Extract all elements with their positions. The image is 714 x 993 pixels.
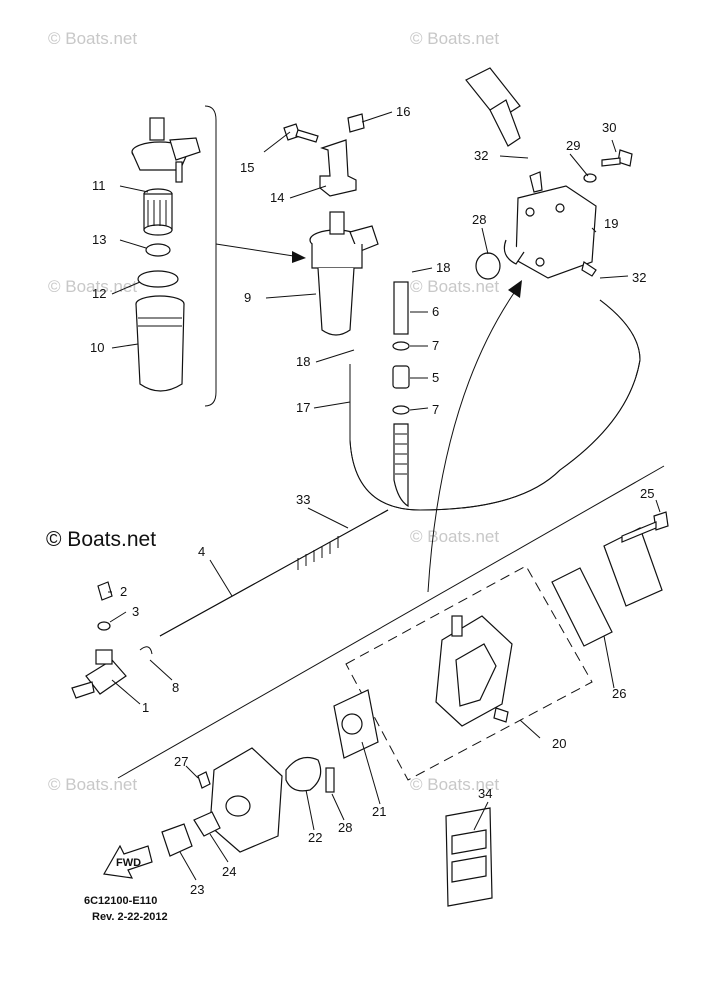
leader-lines xyxy=(108,111,661,881)
callout-27: 27 xyxy=(174,754,188,769)
screw-2 xyxy=(97,581,113,601)
callout-34: 34 xyxy=(478,786,492,801)
callout-29: 28 xyxy=(472,212,486,227)
callout-30: 30 xyxy=(602,120,616,135)
watermark-5: © Boats.net xyxy=(410,527,499,546)
hose-17-inner xyxy=(349,299,641,511)
o-ring-29 xyxy=(475,252,501,280)
callout-7-upper: 7 xyxy=(432,338,439,353)
label-sheet-34 xyxy=(445,807,493,907)
callout-8: 8 xyxy=(172,680,179,695)
fuel-filter-assembly xyxy=(309,211,379,336)
section-divider-line xyxy=(117,465,665,779)
corrugated-hose xyxy=(393,423,409,508)
diaphragm-center xyxy=(341,713,363,735)
watermark-4: © Boats.net xyxy=(410,277,499,296)
callout-7-lower: 7 xyxy=(432,402,439,417)
group-arrow-line xyxy=(215,243,301,258)
filter-cap-top xyxy=(131,117,201,183)
watermark-prominent: © Boats.net xyxy=(46,528,156,551)
callout-6: 6 xyxy=(432,304,439,319)
callout-28: 28 xyxy=(338,820,352,835)
washer-13 xyxy=(145,243,171,257)
watermark-3: © Boats.net xyxy=(48,277,137,296)
washer-31 xyxy=(583,173,597,183)
bracket-14 xyxy=(319,139,357,197)
housing-24 xyxy=(209,747,283,853)
callout-25: 25 xyxy=(640,486,654,501)
revision-date: Rev. 2-22-2012 xyxy=(92,911,168,923)
pump-group-dashed-box xyxy=(345,565,593,781)
callout-26: 26 xyxy=(612,686,626,701)
callout-20: 20 xyxy=(552,736,566,751)
spring-22 xyxy=(285,757,322,792)
callout-24: 24 xyxy=(222,864,236,879)
watermark-2: © Boats.net xyxy=(410,29,499,48)
cover-26b xyxy=(603,527,663,607)
callout-18-lower: 18 xyxy=(296,354,310,369)
watermark-7: © Boats.net xyxy=(410,775,499,794)
callout-19: 19 xyxy=(604,216,618,231)
hose-4-inner xyxy=(159,509,389,637)
pin-28 xyxy=(325,767,335,793)
clip-7-upper xyxy=(392,341,410,351)
hose-6 xyxy=(393,281,409,335)
filter-5 xyxy=(392,365,410,389)
callout-14: 14 xyxy=(270,190,284,205)
hand-primer xyxy=(465,67,521,147)
callout-22: 22 xyxy=(308,830,322,845)
watermark-6: © Boats.net xyxy=(48,775,137,794)
callout-5: 5 xyxy=(432,370,439,385)
callout-4: 4 xyxy=(198,544,205,559)
callout-32-lower: 32 xyxy=(632,270,646,285)
pump-body-20 xyxy=(435,615,513,727)
nut-16 xyxy=(347,113,365,133)
plunger-23 xyxy=(161,823,193,857)
callout-1: 1 xyxy=(142,700,149,715)
callout-18-upper: 18 xyxy=(436,260,450,275)
clip-7-lower xyxy=(392,405,410,415)
callout-31: 29 xyxy=(566,138,580,153)
callout-32-upper: 32 xyxy=(474,148,488,163)
bolt-15 xyxy=(283,123,319,143)
callout-16: 16 xyxy=(396,104,410,119)
bolt-30 xyxy=(601,149,633,167)
filter-cup xyxy=(135,295,185,392)
diagram-code: 6C12100-E110 xyxy=(84,895,157,907)
callout-2: 2 xyxy=(120,584,127,599)
callout-13: 13 xyxy=(92,232,106,247)
bolt-25 xyxy=(621,511,669,543)
callout-17: 17 xyxy=(296,400,310,415)
callout-23: 23 xyxy=(190,882,204,897)
callout-21: 21 xyxy=(372,804,386,819)
connector-1 xyxy=(71,649,127,699)
fwd-arrow-icon: FWD xyxy=(103,844,153,879)
nut-27 xyxy=(197,771,211,789)
washer-3 xyxy=(97,621,111,631)
filter-group-bracket xyxy=(204,105,217,407)
fuel-pump-19 xyxy=(503,171,597,279)
pump-arrow-line xyxy=(427,289,517,593)
callout-9: 9 xyxy=(244,290,251,305)
o-ring-12 xyxy=(137,270,179,288)
callout-10: 10 xyxy=(90,340,104,355)
callout-11: 11 xyxy=(92,178,106,193)
clip-8 xyxy=(139,646,153,655)
pump-arrow-head xyxy=(508,280,522,298)
callout-15: 15 xyxy=(240,160,254,175)
callout-12: 12 xyxy=(92,286,106,301)
spring-24 xyxy=(193,811,221,837)
callout-33: 33 xyxy=(296,492,310,507)
callout-3: 3 xyxy=(132,604,139,619)
group-arrow-head xyxy=(292,251,306,263)
filter-element xyxy=(143,188,173,236)
watermark-1: © Boats.net xyxy=(48,29,137,48)
gasket-26a xyxy=(551,567,613,647)
fwd-label: FWD xyxy=(116,857,141,869)
